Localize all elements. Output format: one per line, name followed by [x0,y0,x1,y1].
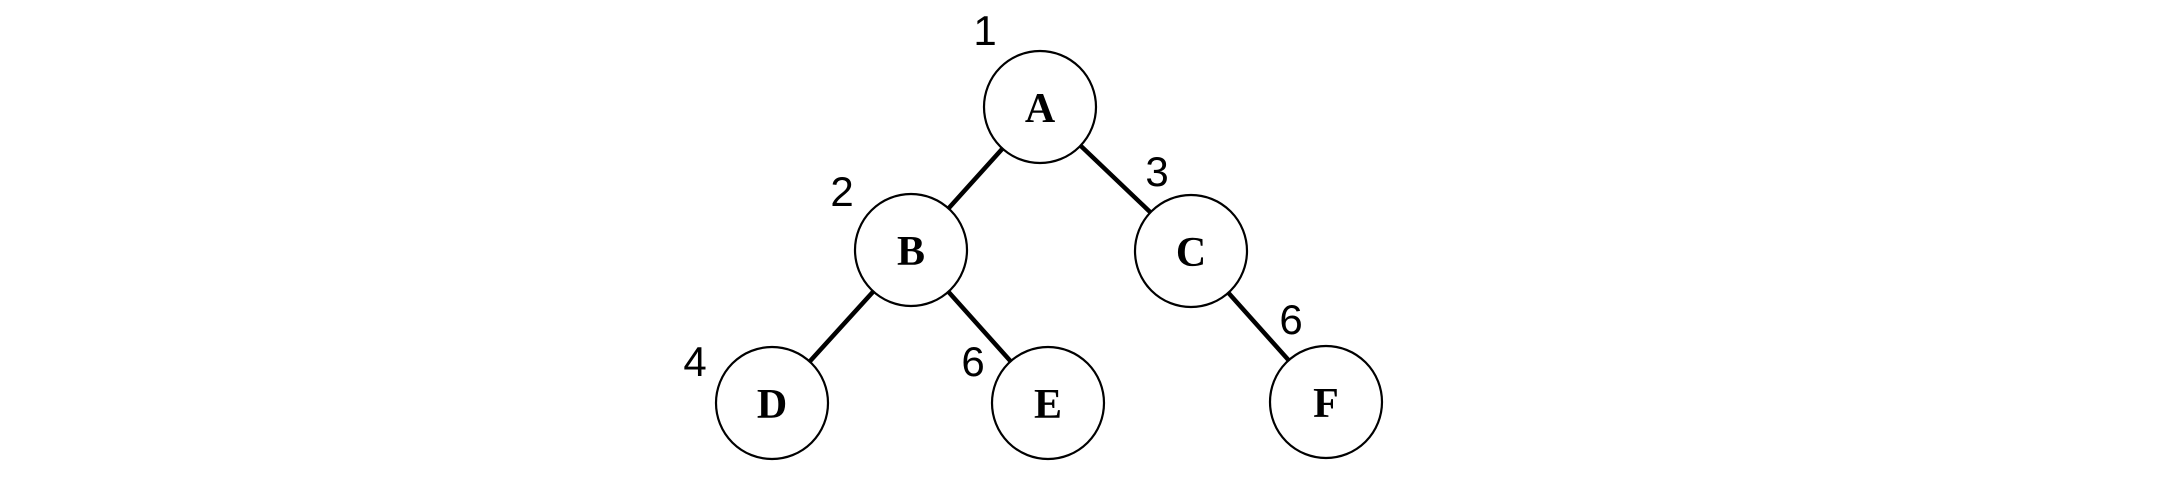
node-number-C: 3 [1145,148,1168,195]
node-label-C: C [1176,230,1206,276]
node-circle-A [982,49,1098,165]
node-number-D: 4 [683,338,706,385]
node-number-F: 6 [1279,296,1302,343]
node-number-E: 6 [961,338,984,385]
node-circle-B [853,192,969,308]
node-label-B: B [897,229,925,275]
node-number-A: 1 [973,7,996,54]
node-circle-C [1133,193,1249,309]
node-number-B: 2 [830,168,853,215]
node-label-F: F [1313,381,1339,427]
node-circle-D [714,345,830,461]
node-circle-E [990,345,1106,461]
node-label-A: A [1025,86,1056,132]
node-circle-F [1268,344,1384,460]
node-label-E: E [1034,382,1062,428]
node-label-D: D [757,382,787,428]
